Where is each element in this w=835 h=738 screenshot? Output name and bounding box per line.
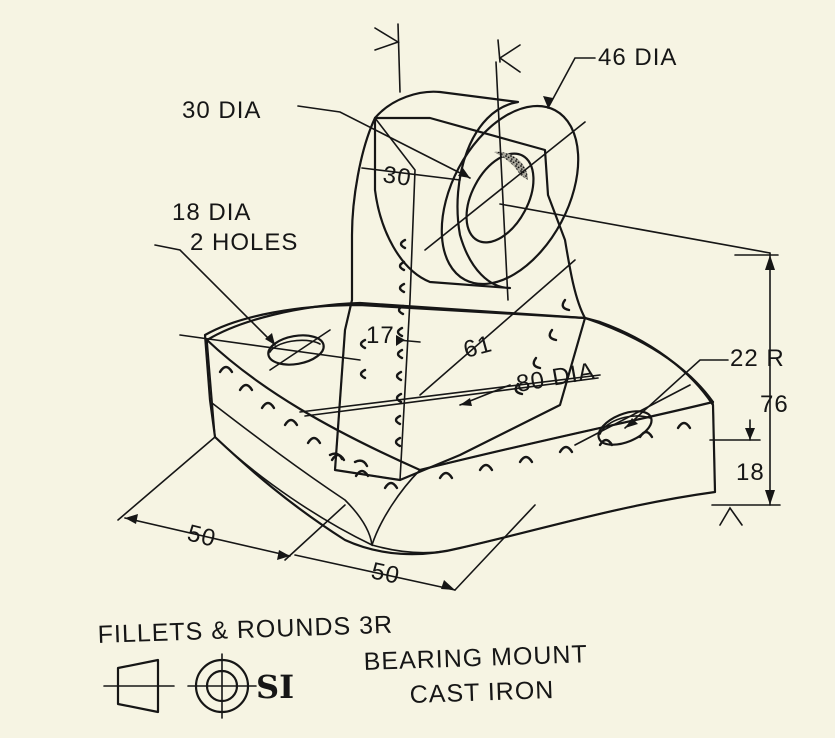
drawing-title: BEARING MOUNT	[363, 640, 588, 676]
base-plate	[203, 301, 717, 556]
note-fillets-rounds: FILLETS & ROUNDS 3R	[97, 611, 393, 649]
dim-boss-length: 30	[381, 161, 413, 192]
dim-web-thickness: 17	[366, 322, 395, 349]
dim-boss-outer: 46 DIA	[598, 44, 677, 71]
dim-holes-count: 2 HOLES	[190, 229, 298, 256]
base-hole-left	[267, 334, 325, 366]
dim-holes-size: 18 DIA	[172, 199, 251, 226]
dim-corner-radius: 22 R	[730, 345, 785, 372]
cylindrical-boss	[373, 90, 580, 290]
upright-web	[328, 116, 587, 482]
dim-bore: 30 DIA	[182, 97, 261, 124]
dim-base-depth: 50	[369, 557, 403, 589]
dim-base-width: 50	[185, 520, 219, 553]
center-lines	[179, 61, 771, 446]
material-label: CAST IRON	[409, 676, 555, 709]
dimension-lines	[117, 23, 781, 591]
projection-symbol-icon	[103, 653, 257, 719]
si-units-mark: SI	[256, 668, 294, 706]
dim-hole-spacing: 61	[461, 330, 496, 364]
dim-base-thickness: 18	[736, 459, 765, 486]
base-edge-fillet-marks	[218, 365, 692, 490]
web-fillet-marks	[328, 238, 571, 468]
dim-base-diameter: 80 DIA	[514, 358, 597, 398]
dim-overall-height: 76	[760, 391, 789, 418]
